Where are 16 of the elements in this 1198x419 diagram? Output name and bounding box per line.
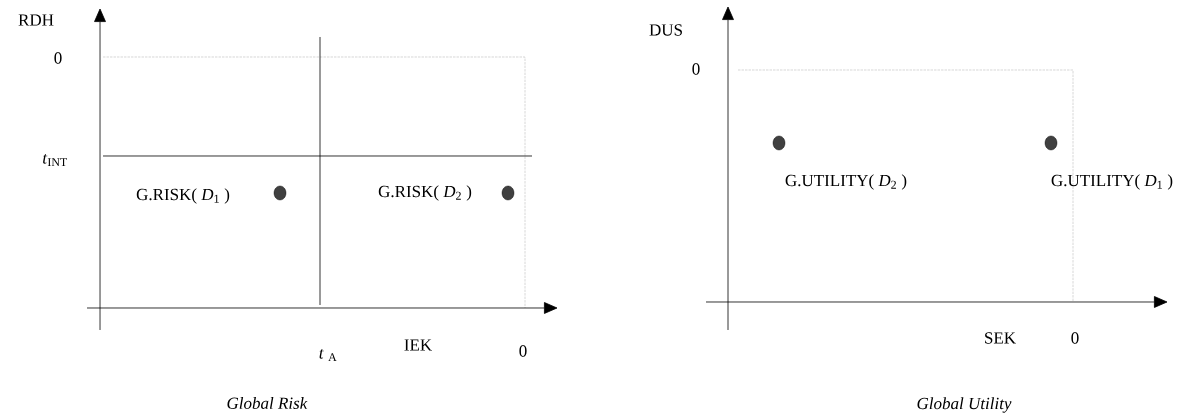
caption: Global Utility — [917, 397, 1012, 413]
tick-label: 0 — [519, 345, 527, 357]
tick-label: 0 — [692, 63, 700, 75]
threshold-label: t $_{A}$ — [319, 348, 337, 362]
point-label: G.RISK( D$_{2}$ ) — [378, 185, 472, 201]
axis-label: IEK — [404, 339, 432, 351]
point-label: G.UTILITY( D$_{1}$ ) — [1051, 174, 1173, 190]
point-label: G.UTILITY( D$_{2}$ ) — [785, 174, 907, 190]
point-label: G.RISK( D$_{1}$ ) — [136, 188, 230, 204]
axis-label: RDH — [18, 14, 54, 26]
axis-label: SEK — [985, 332, 1016, 344]
tick-label: 0 — [1071, 332, 1079, 344]
caption: Global Risk — [227, 397, 308, 409]
axis-label: DUS — [649, 24, 682, 36]
threshold-label: t$_{INT}$ — [43, 153, 67, 167]
tick-label: 0 — [54, 52, 62, 64]
